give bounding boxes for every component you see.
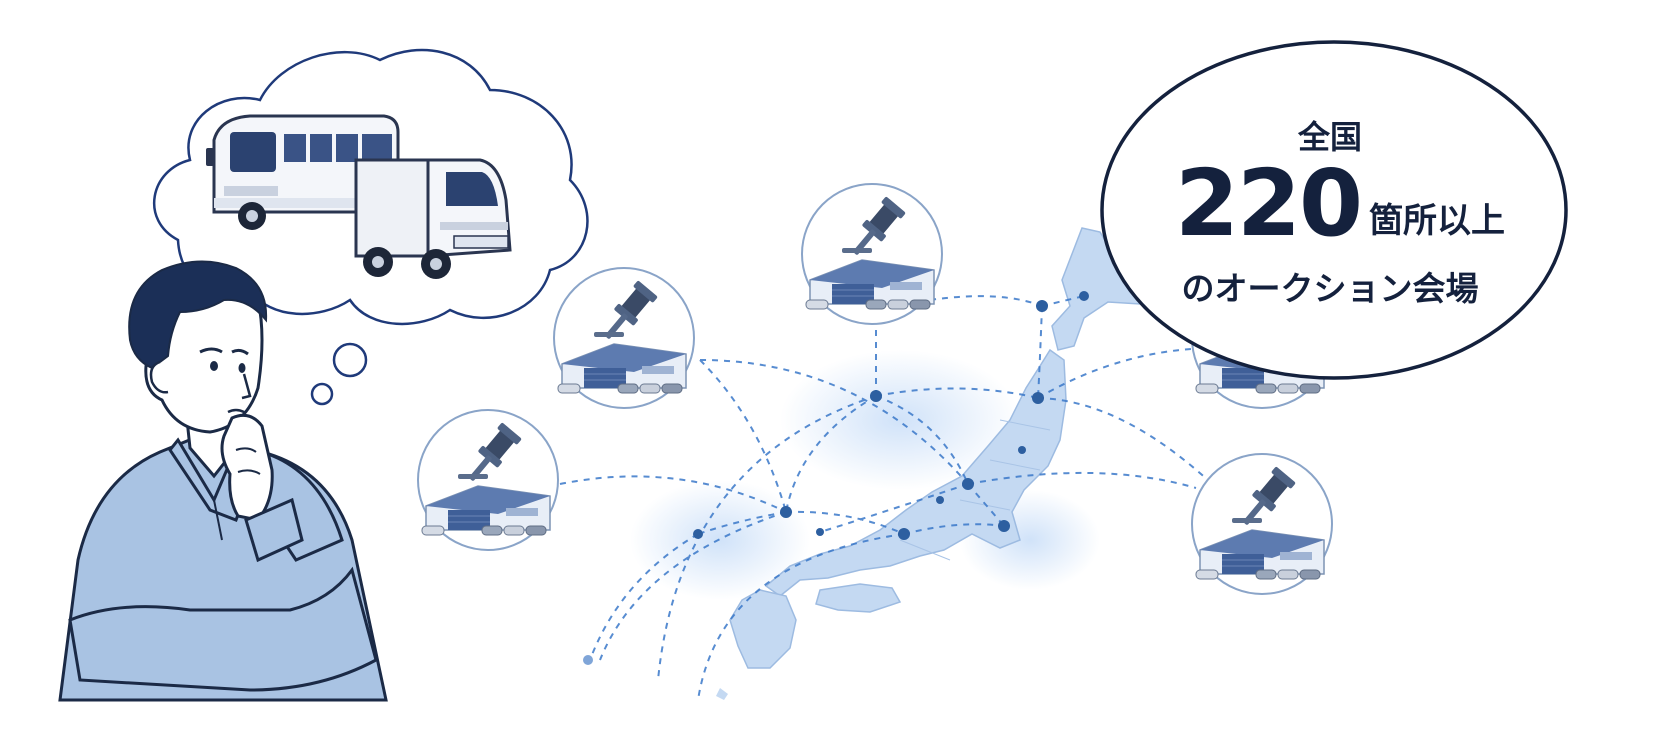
hub-dots <box>583 291 1089 665</box>
connection-lines <box>559 295 1211 701</box>
venue-west <box>417 409 559 551</box>
callout-suffix: 箇所以上 <box>1369 201 1506 241</box>
venue-northwest <box>553 267 695 409</box>
callout-number-row: 220 箇所以上 <box>1150 158 1530 250</box>
venue-north <box>801 183 943 325</box>
bus-icon <box>206 114 400 230</box>
japan-map <box>630 227 1147 700</box>
callout-description: のオークション会場 <box>1181 269 1479 308</box>
truck-icon <box>354 158 512 279</box>
venue-east <box>1191 453 1333 595</box>
callout-bubble <box>1100 40 1568 380</box>
thinking-man-illustration <box>58 260 388 702</box>
callout-prefix: 全国 <box>1297 118 1362 156</box>
venue-count: 220 <box>1174 150 1363 257</box>
